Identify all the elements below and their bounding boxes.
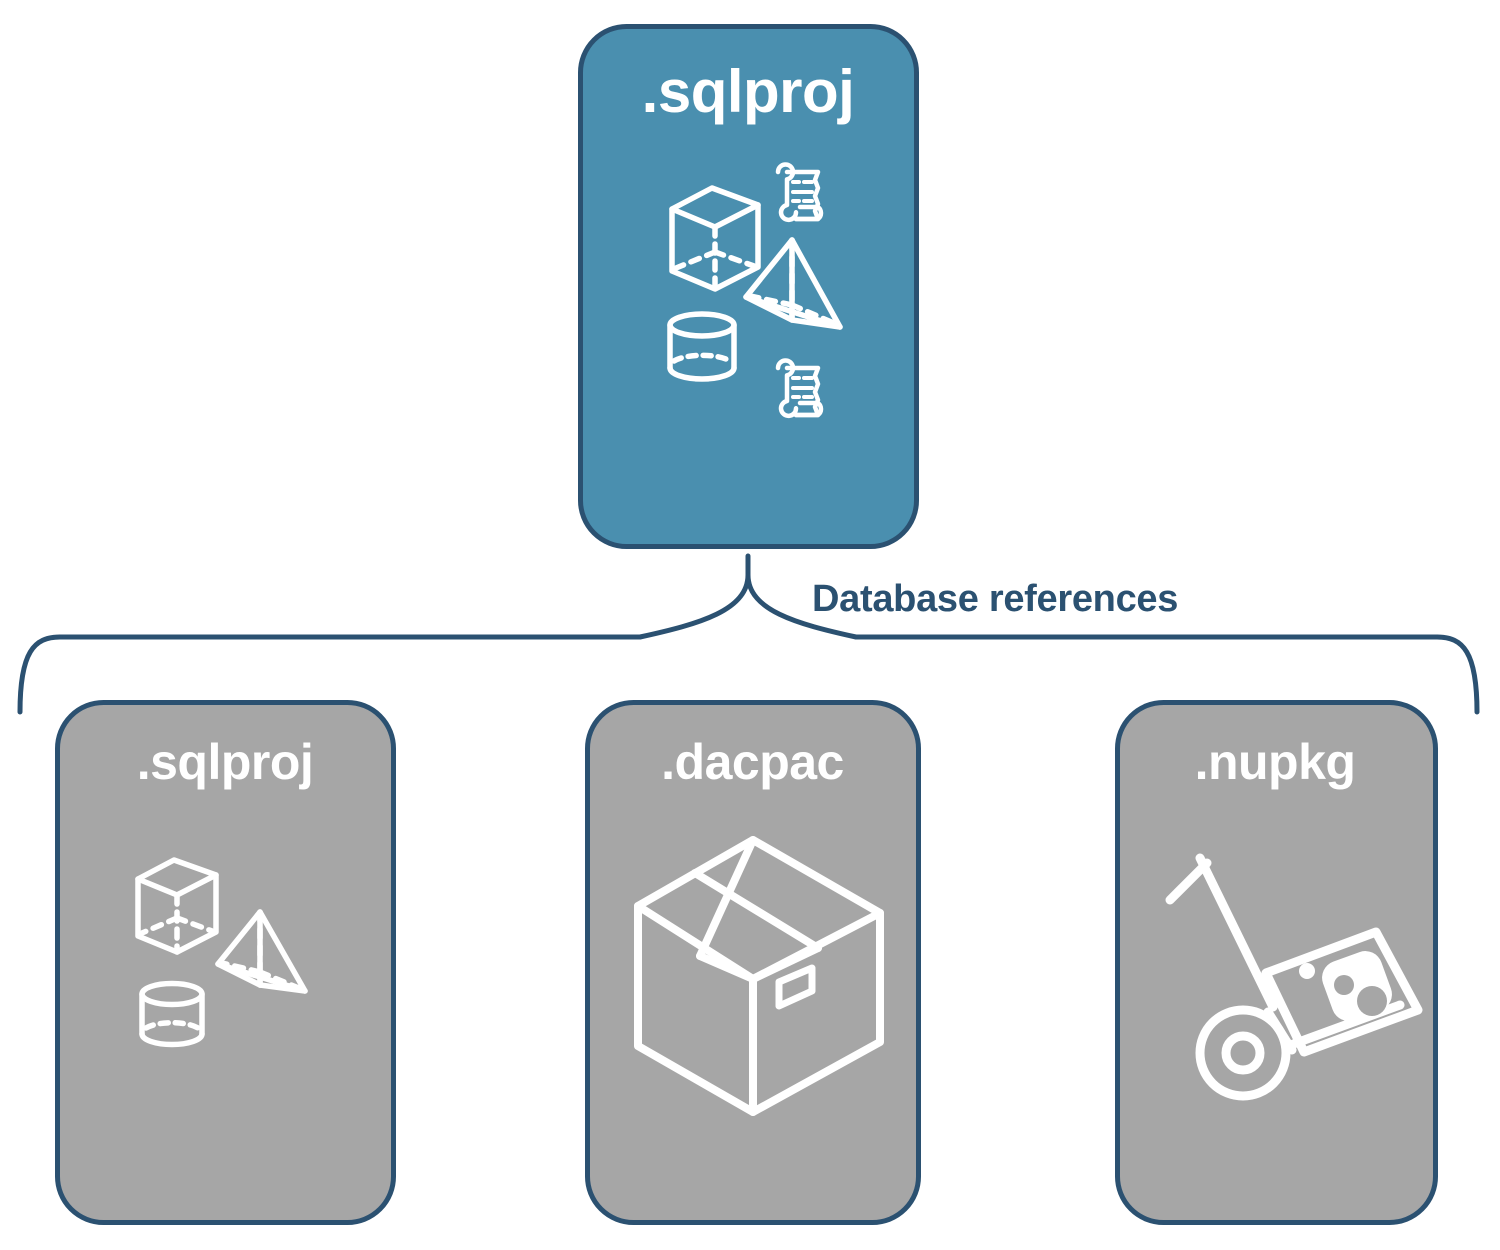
node-child-dacpac[interactable] <box>585 700 921 1225</box>
cube-icon <box>669 185 761 292</box>
brace-connector <box>17 553 1480 715</box>
scroll-icon <box>775 358 824 419</box>
cube-icon <box>135 857 219 955</box>
child-dacpac-shape[interactable] <box>585 700 921 1225</box>
child-sqlproj-label: .sqlproj <box>136 734 314 790</box>
root-node-shape[interactable] <box>578 24 919 549</box>
node-child-nupkg[interactable] <box>1115 700 1438 1225</box>
package-box-icon <box>634 836 884 1116</box>
hand-truck-icon <box>1165 853 1405 1101</box>
root-node-label: .sqlproj <box>641 58 855 125</box>
nuget-package-icon <box>1261 927 1423 1057</box>
cylinder-icon <box>667 311 737 382</box>
pyramid-icon <box>215 909 308 994</box>
scroll-icon <box>775 162 824 223</box>
node-child-sqlproj[interactable] <box>55 700 396 1225</box>
child-nupkg-shape[interactable] <box>1115 700 1438 1225</box>
connector-label: Database references <box>812 578 1179 620</box>
child-nupkg-label: .nupkg <box>1194 734 1356 790</box>
child-dacpac-label: .dacpac <box>661 734 844 790</box>
node-root-sqlproj[interactable] <box>578 24 919 549</box>
pyramid-icon <box>743 237 843 330</box>
cylinder-icon <box>139 980 205 1048</box>
